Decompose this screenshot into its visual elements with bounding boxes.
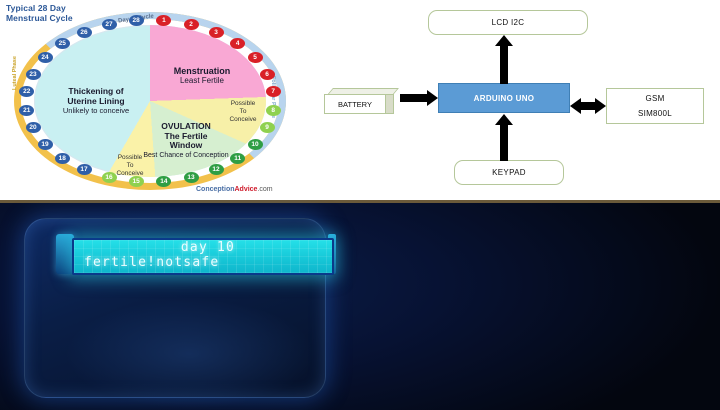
- lcd-text-line-1: day 10: [180, 240, 236, 255]
- brand-part2: Advice: [234, 186, 258, 193]
- cycle-day-5: 5: [247, 52, 263, 64]
- cycle-day-21: 21: [19, 104, 35, 116]
- lcd-bezel-left: [56, 234, 74, 274]
- ovulation-heading2: The Fertile: [164, 130, 208, 141]
- poss-l-line3: Conceive: [116, 170, 144, 177]
- luteal-phase-label: Luteal Phase: [12, 56, 18, 90]
- cycle-day-8: 8: [265, 104, 281, 116]
- cycle-day-19: 19: [37, 138, 53, 150]
- cycle-day-26: 26: [76, 26, 92, 38]
- menstrual-cycle-diagram: Typical 28 Day Menstrual Cycle Menstruat…: [0, 0, 310, 200]
- cycle-day-12: 12: [208, 164, 224, 176]
- menstruation-heading: Menstruation: [173, 66, 231, 76]
- cycle-day-27: 27: [101, 19, 117, 30]
- cycle-day-7: 7: [265, 86, 281, 98]
- block-arduino-label: ARDUINO UNO: [473, 93, 535, 103]
- cycle-day-22: 22: [19, 86, 35, 98]
- arrow-battery-to-arduino-shaft: [400, 94, 428, 102]
- cycle-day-14: 14: [156, 176, 172, 187]
- poss-r-line2: To: [239, 108, 247, 115]
- poss-r-line3: Conceive: [229, 116, 257, 123]
- ovulation-heading1: OVULATION: [161, 121, 211, 131]
- battery-front-face: BATTERY: [324, 94, 386, 114]
- cycle-day-28: 28: [128, 15, 144, 26]
- lcd-screen: day 10 fertile!notsafe: [72, 238, 334, 275]
- block-lcd-label: LCD I2C: [491, 18, 525, 27]
- follicular-phase-ring: [14, 12, 286, 190]
- cycle-day-11: 11: [230, 152, 246, 164]
- cycle-day-17: 17: [76, 164, 92, 176]
- brand-part1: Conception: [196, 186, 235, 193]
- block-gsm-line2: SIM800L: [637, 109, 673, 118]
- arrow-arduino-to-lcd-head: [495, 35, 513, 46]
- photo-top-edge: [0, 200, 720, 203]
- arrow-arduino-gsm-shaft: [581, 102, 596, 110]
- cycle-day-23: 23: [25, 68, 41, 80]
- cycle-day-2: 2: [183, 19, 199, 30]
- thickening-sub: Unlikely to conceive: [62, 106, 130, 115]
- thickening-heading1: Thickening of: [68, 86, 124, 96]
- cycle-day-1: 1: [156, 15, 172, 26]
- label-menstruation: Menstruation Least Fertile: [156, 66, 248, 86]
- cycle-day-18: 18: [54, 152, 70, 164]
- arrow-arduino-to-lcd-shaft: [500, 44, 508, 84]
- cycle-title-line2: Menstrual Cycle: [6, 13, 73, 23]
- lcd-pixel-grid: [74, 240, 332, 273]
- cycle-day-25: 25: [54, 38, 70, 50]
- arrow-battery-to-arduino-head: [427, 90, 438, 106]
- block-keypad-label: KEYPAD: [492, 168, 526, 177]
- cycle-title-line1: Typical 28 Day: [6, 3, 66, 13]
- poss-r-line1: Possible: [230, 100, 256, 107]
- ovulation-heading3: Window: [169, 140, 203, 150]
- block-keypad: KEYPAD: [454, 160, 564, 185]
- label-possible-conceive-right: Possible To Conceive: [222, 100, 264, 124]
- cycle-pie: [34, 25, 266, 177]
- label-possible-conceive-left: Possible To Conceive: [110, 154, 150, 178]
- lcd-text-line-2: fertile!notsafe: [84, 255, 220, 270]
- cycle-wheel: Menstruation Least Fertile Thickening of…: [12, 12, 286, 190]
- cycle-day-10: 10: [247, 138, 263, 150]
- enclosure-glow: [65, 299, 315, 409]
- label-ovulation: OVULATION The Fertile Window Best Chance…: [142, 121, 230, 160]
- block-gsm-line1: GSM: [645, 94, 665, 103]
- system-block-diagram: LCD I2C BATTERY ARDUINO UNO GSM SIM800L …: [310, 0, 720, 200]
- cycle-day-15: 15: [128, 176, 144, 187]
- poss-l-line2: To: [126, 162, 134, 169]
- cycle-day-24: 24: [37, 52, 53, 64]
- arrow-gsm-to-arduino-head: [570, 98, 581, 114]
- thickening-heading2: Uterine Lining: [67, 96, 125, 106]
- cycle-diagram-title: Typical 28 Day Menstrual Cycle: [6, 3, 126, 23]
- block-lcd-i2c: LCD I2C: [428, 10, 588, 35]
- cycle-day-16: 16: [101, 172, 117, 183]
- block-battery: BATTERY: [324, 88, 399, 114]
- arrow-keypad-to-arduino-head: [495, 114, 513, 125]
- menstruation-sub: Least Fertile: [179, 76, 225, 85]
- source-watermark: ConceptionAdvice.com: [196, 186, 273, 193]
- hardware-photo: day 10 fertile!notsafe 123A456B789C*0#D: [0, 200, 720, 410]
- cycle-day-6: 6: [259, 68, 275, 80]
- ovulation-sub: Best Chance of Conception: [143, 151, 229, 159]
- block-battery-label: BATTERY: [338, 99, 372, 109]
- arrow-keypad-to-arduino-shaft: [500, 123, 508, 161]
- cycle-day-9: 9: [259, 122, 275, 134]
- cycle-day-4: 4: [230, 38, 246, 50]
- cycle-day-13: 13: [183, 172, 199, 183]
- block-gsm-sim800l: GSM SIM800L: [606, 88, 704, 124]
- label-thickening: Thickening of Uterine Lining Unlikely to…: [46, 86, 146, 116]
- poss-l-line1: Possible: [117, 154, 143, 161]
- brand-part3: .com: [257, 186, 273, 193]
- cycle-day-20: 20: [25, 122, 41, 134]
- segment-possible-conceive-left: [34, 25, 266, 177]
- cycle-day-3: 3: [208, 26, 224, 38]
- arrow-arduino-to-gsm-head: [595, 98, 606, 114]
- block-arduino-uno: ARDUINO UNO: [438, 83, 570, 113]
